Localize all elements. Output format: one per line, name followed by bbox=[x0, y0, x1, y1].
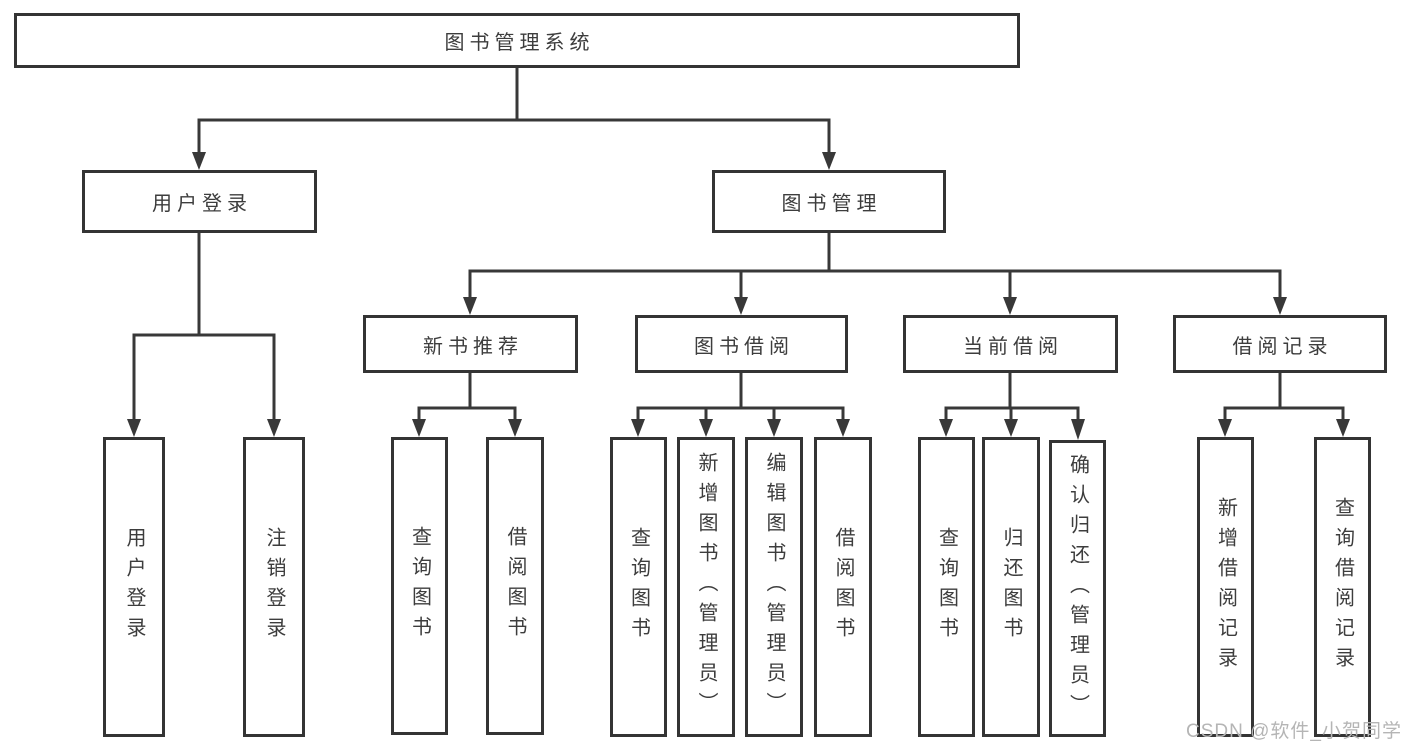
leaf-query-books-borrow: 查询图书 bbox=[610, 437, 667, 737]
arrowhead-icon bbox=[192, 152, 206, 170]
node-book-borrow: 图书借阅 bbox=[635, 315, 848, 373]
node-label: 查询图书 bbox=[408, 526, 431, 646]
node-label: 用户登录 bbox=[152, 193, 252, 215]
leaf-borrow-books: 借阅图书 bbox=[814, 437, 872, 737]
leaf-logout: 注销登录 bbox=[243, 437, 305, 737]
arrowhead-icon bbox=[1336, 419, 1350, 437]
leaf-query-borrow-record: 查询借阅记录 bbox=[1314, 437, 1371, 737]
watermark: CSDN @软件_小贺同学 bbox=[1186, 721, 1402, 742]
arrowhead-icon bbox=[1218, 419, 1232, 437]
node-label: 编辑图书（管理员） bbox=[763, 452, 785, 722]
arrowhead-icon bbox=[412, 419, 426, 437]
node-book-mgmt: 图书管理 bbox=[712, 170, 946, 233]
node-user-login: 用户登录 bbox=[82, 170, 317, 233]
node-label: 查询图书 bbox=[935, 527, 958, 647]
arrowhead-icon bbox=[822, 152, 836, 170]
arrowhead-icon bbox=[1071, 419, 1085, 440]
leaf-confirm-return-admin: 确认归还（管理员） bbox=[1049, 440, 1106, 737]
node-label: 新增借阅记录 bbox=[1214, 497, 1237, 677]
arrowhead-icon bbox=[1004, 419, 1018, 437]
connector-line bbox=[132, 333, 276, 421]
node-label: 借阅图书 bbox=[832, 527, 854, 647]
arrowhead-icon bbox=[767, 419, 781, 437]
leaf-edit-book-admin: 编辑图书（管理员） bbox=[745, 437, 803, 737]
node-borrow-records: 借阅记录 bbox=[1173, 315, 1387, 373]
arrowhead-icon bbox=[699, 419, 713, 437]
arrowhead-icon bbox=[836, 419, 850, 437]
leaf-return-book: 归还图书 bbox=[982, 437, 1040, 737]
node-label: 借阅记录 bbox=[1232, 335, 1333, 358]
connector-line bbox=[197, 118, 831, 154]
connector-line bbox=[1223, 406, 1345, 421]
leaf-query-books-recommend: 查询图书 bbox=[391, 437, 448, 735]
node-label: 确认归还（管理员） bbox=[1066, 453, 1089, 724]
node-label: 新增图书（管理员） bbox=[695, 452, 717, 722]
node-new-book-recommend: 新书推荐 bbox=[363, 315, 578, 373]
arrowhead-icon bbox=[631, 419, 645, 437]
arrowhead-icon bbox=[1273, 297, 1287, 315]
connector-line bbox=[417, 406, 517, 421]
node-label: 注销登录 bbox=[263, 527, 285, 647]
leaf-add-book-admin: 新增图书（管理员） bbox=[677, 437, 735, 737]
arrowhead-icon bbox=[734, 297, 748, 315]
node-label: 当前借阅 bbox=[963, 335, 1063, 358]
leaf-add-borrow-record: 新增借阅记录 bbox=[1197, 437, 1254, 737]
node-label: 查询借阅记录 bbox=[1331, 497, 1354, 677]
arrowhead-icon bbox=[939, 419, 953, 437]
leaf-borrow-books-recommend: 借阅图书 bbox=[486, 437, 544, 735]
arrowhead-icon bbox=[508, 419, 522, 437]
node-label: 新书推荐 bbox=[423, 335, 523, 358]
node-label: 图书管理系统 bbox=[444, 32, 595, 54]
arrowhead-icon bbox=[267, 419, 281, 437]
node-label: 借阅图书 bbox=[504, 526, 526, 646]
node-label: 查询图书 bbox=[627, 527, 650, 647]
arrowhead-icon bbox=[127, 419, 141, 437]
connector-line bbox=[636, 406, 845, 421]
arrowhead-icon bbox=[463, 297, 477, 315]
arrowhead-icon bbox=[1003, 297, 1017, 315]
connector-line bbox=[468, 269, 1282, 299]
leaf-user-login: 用户登录 bbox=[103, 437, 165, 737]
node-label: 归还图书 bbox=[1000, 527, 1022, 647]
node-label: 用户登录 bbox=[123, 527, 145, 647]
node-root: 图书管理系统 bbox=[14, 13, 1020, 68]
node-label: 图书借阅 bbox=[694, 335, 794, 358]
node-current-borrow: 当前借阅 bbox=[903, 315, 1118, 373]
node-label: 图书管理 bbox=[781, 193, 882, 215]
leaf-query-books-current: 查询图书 bbox=[918, 437, 975, 737]
